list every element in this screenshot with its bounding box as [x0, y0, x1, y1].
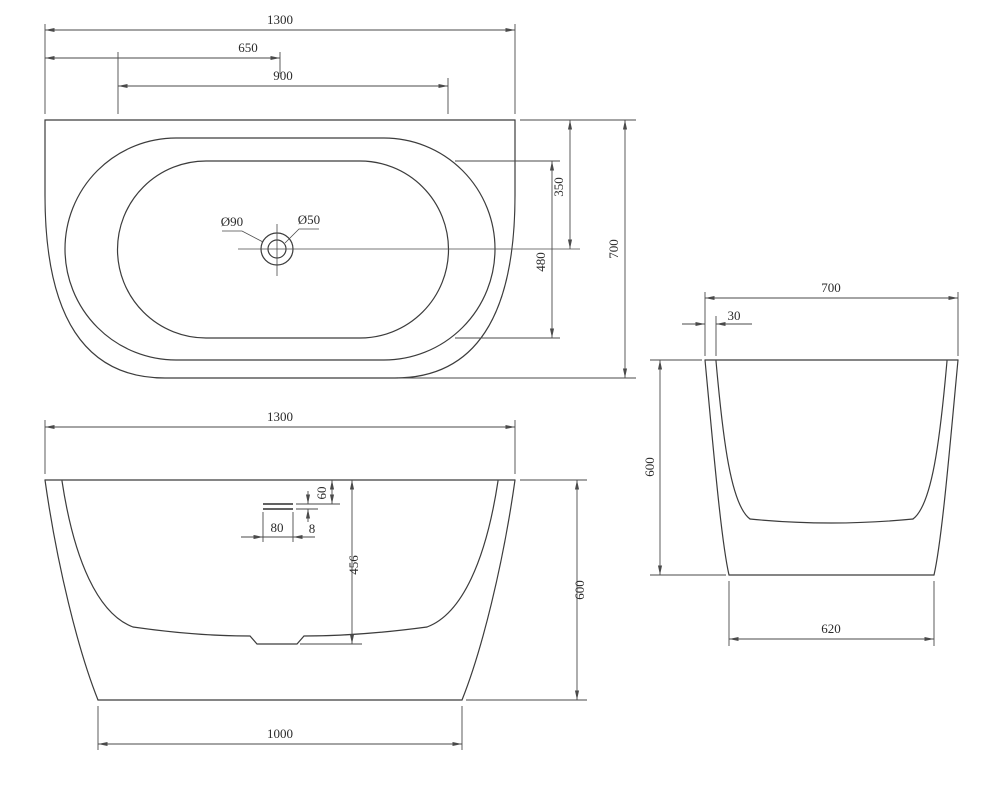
dim-label-front-base-width: 1000 — [267, 726, 293, 741]
side-left-side — [704, 359, 730, 576]
dim-label-basin-length: 900 — [273, 68, 293, 83]
dim-label-top-overall-width: 1300 — [267, 12, 293, 27]
front-left-side — [44, 479, 99, 701]
dim-label-side-overall-width: 700 — [821, 280, 841, 295]
dim-label-center-offset: 650 — [238, 40, 258, 55]
side-right-side — [933, 359, 959, 576]
front-right-side — [461, 479, 516, 701]
dim-label-drain-diameter: Ø90 — [221, 214, 243, 229]
dim-label-overflow-diameter: Ø50 — [298, 212, 320, 227]
front-basin-floor-with-drain — [132, 626, 428, 645]
dim-label-side-overall-height: 600 — [642, 457, 657, 477]
dim-label-inner-depth: 456 — [346, 555, 361, 575]
front-view: 1300 60 8 80 456 600 1000 — [44, 409, 587, 750]
overflow-leader-line — [284, 228, 319, 244]
tub-outer-outline — [44, 119, 516, 379]
side-basin-floor — [749, 518, 914, 524]
tub-inner-rim — [64, 137, 496, 361]
front-inner-right — [426, 480, 499, 628]
dim-label-slot-height: 8 — [309, 521, 316, 536]
side-view: 700 30 600 620 — [642, 280, 959, 646]
side-inner-left — [715, 360, 751, 520]
dim-label-top-overall-depth: 700 — [606, 239, 621, 259]
top-view-dimensions — [44, 24, 636, 379]
side-view-dimensions — [650, 292, 959, 646]
dim-label-overflow-offset: 60 — [314, 487, 329, 500]
dim-label-front-overall-height: 600 — [572, 580, 587, 600]
dim-label-slot-length: 80 — [271, 520, 284, 535]
dim-label-front-overall-width: 1300 — [267, 409, 293, 424]
dim-label-rim-thickness: 30 — [728, 308, 741, 323]
drain-leader-line — [222, 230, 264, 243]
dim-label-rear-to-center: 350 — [551, 177, 566, 197]
front-view-dimensions — [44, 420, 587, 750]
top-view: 1300 650 900 Ø90 Ø50 350 480 700 — [44, 12, 636, 379]
tub-basin-floor — [116, 160, 450, 339]
dim-label-basin-width: 480 — [533, 252, 548, 272]
side-inner-right — [912, 360, 948, 520]
dim-label-side-base-width: 620 — [821, 621, 841, 636]
front-inner-left — [61, 480, 134, 628]
